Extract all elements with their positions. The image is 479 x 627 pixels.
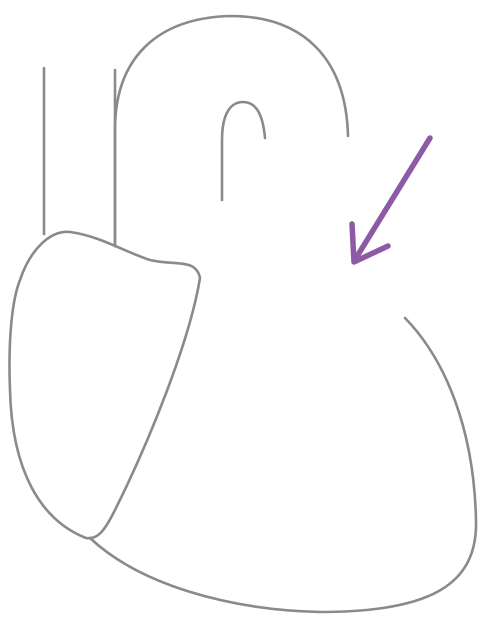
- aortic-arch: [115, 16, 348, 246]
- arrow-shaft: [356, 138, 430, 258]
- superior-vena-cava: [44, 68, 115, 246]
- ventricles: [90, 318, 476, 612]
- right-atrium: [9, 232, 200, 538]
- arrow-pointer: [352, 138, 430, 262]
- aortic-arch-inner: [222, 102, 265, 200]
